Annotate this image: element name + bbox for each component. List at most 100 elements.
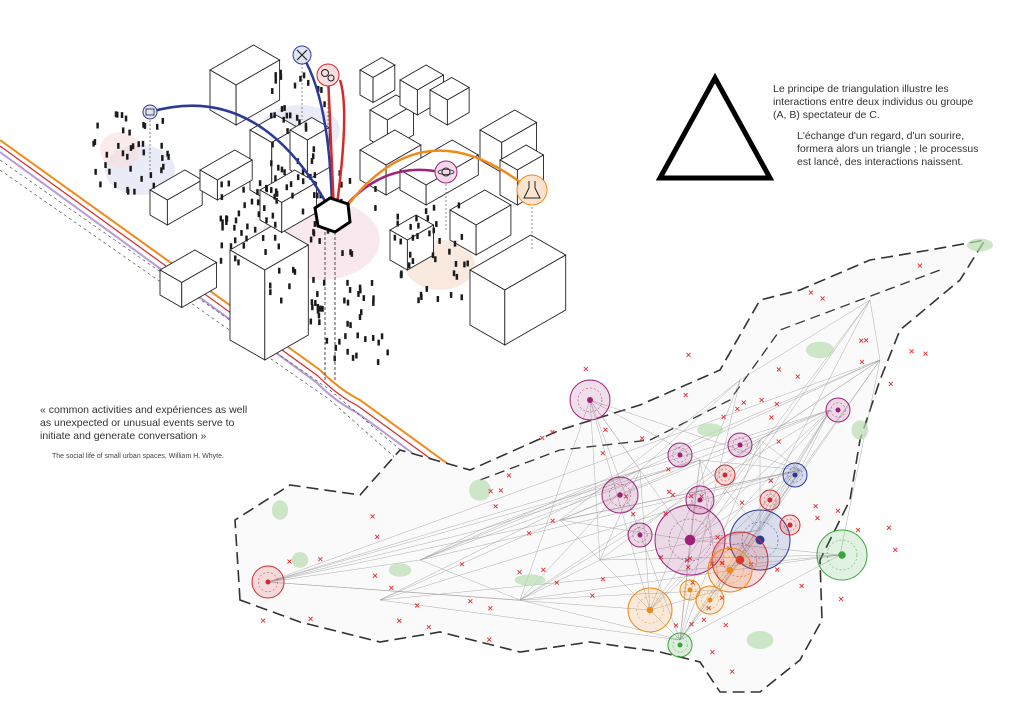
- person-figure: [288, 283, 291, 290]
- person-figure: [371, 334, 375, 341]
- activity-ring: [741, 521, 779, 559]
- person-figure: [271, 88, 274, 94]
- network-link: [589, 399, 701, 461]
- person-figure: [273, 193, 276, 200]
- activity-ring: [258, 572, 278, 592]
- network-link: [379, 519, 561, 601]
- person-figure: [92, 140, 95, 147]
- red-cross-marker: [459, 561, 465, 567]
- activity-ring: [763, 493, 777, 507]
- person-figure: [246, 223, 249, 230]
- person-figure: [229, 243, 233, 250]
- person-figure: [113, 182, 117, 189]
- person-figure: [434, 256, 437, 263]
- network-link: [599, 439, 761, 561]
- green-space: [514, 574, 546, 586]
- person-figure: [344, 333, 347, 340]
- person-figure: [152, 182, 156, 189]
- person-figure: [143, 123, 147, 129]
- person-figure: [460, 233, 464, 240]
- person-figure: [374, 186, 377, 192]
- person-figure: [120, 112, 124, 119]
- person-figure: [166, 150, 169, 157]
- person-figure: [349, 249, 352, 256]
- network-link: [679, 554, 841, 641]
- person-figure: [291, 192, 294, 199]
- person-figure: [348, 286, 352, 293]
- person-figure: [161, 117, 165, 124]
- network-link: [519, 589, 721, 601]
- person-figure: [349, 322, 352, 329]
- person-figure: [356, 332, 359, 339]
- person-figure: [220, 181, 223, 188]
- green-space: [805, 341, 835, 359]
- building-front: [166, 179, 203, 226]
- person-figure: [318, 238, 321, 244]
- network-link: [719, 469, 801, 591]
- person-figure: [415, 215, 418, 222]
- network-link: [639, 379, 741, 471]
- person-figure: [310, 299, 314, 306]
- activity-center: [792, 472, 798, 478]
- red-cross-marker: [863, 338, 869, 343]
- person-figure: [270, 187, 273, 193]
- person-figure: [346, 279, 349, 286]
- network-link: [719, 359, 881, 591]
- person-figure: [126, 153, 129, 160]
- red-cross-marker: [685, 564, 691, 570]
- person-figure: [140, 175, 143, 182]
- person-figure: [298, 119, 301, 126]
- person-figure: [409, 223, 412, 230]
- network-link: [599, 469, 641, 561]
- person-figure: [233, 255, 237, 262]
- person-figure: [96, 122, 99, 129]
- person-figure: [411, 258, 415, 264]
- person-figure: [280, 106, 284, 112]
- red-cross-marker: [909, 349, 914, 354]
- person-figure: [105, 151, 109, 158]
- activity-center: [677, 452, 683, 458]
- network-link: [589, 399, 801, 471]
- red-cross-marker: [723, 622, 729, 628]
- red-cross-marker: [554, 580, 560, 585]
- network-link: [589, 399, 651, 611]
- person-figure: [220, 194, 224, 201]
- red-cross-marker: [739, 500, 745, 505]
- network-link: [267, 359, 881, 583]
- person-figure: [237, 259, 240, 266]
- network-link: [519, 399, 591, 601]
- person-figure: [142, 149, 146, 156]
- person-figure: [115, 111, 119, 118]
- red-cross-marker: [689, 621, 694, 627]
- person-figure: [268, 282, 272, 289]
- red-cross-marker: [541, 567, 546, 573]
- person-figure: [343, 297, 346, 304]
- red-cross-marker: [486, 637, 492, 643]
- building-front: [504, 254, 567, 346]
- person-figure: [325, 337, 329, 344]
- person-figure: [219, 215, 223, 222]
- red-cross-marker: [838, 596, 844, 602]
- person-figure: [313, 192, 316, 199]
- network-link: [519, 559, 601, 601]
- building-front: [475, 204, 512, 256]
- person-figure: [295, 114, 299, 121]
- person-figure: [149, 172, 153, 179]
- green-space: [697, 423, 723, 437]
- person-figure: [318, 305, 322, 312]
- person-figure: [396, 220, 399, 227]
- person-figure: [227, 180, 231, 187]
- person-figure: [280, 166, 284, 173]
- red-cross-marker: [260, 618, 266, 623]
- person-figure: [351, 354, 355, 361]
- person-figure: [261, 235, 265, 241]
- person-figure: [320, 87, 323, 93]
- network-link: [559, 469, 801, 521]
- activity-ring: [787, 467, 803, 483]
- network-link: [689, 469, 801, 541]
- person-figure: [359, 309, 363, 316]
- red-cross-marker: [776, 439, 782, 444]
- red-cross-marker: [374, 534, 380, 540]
- person-figure: [357, 291, 360, 297]
- person-figure: [242, 186, 245, 193]
